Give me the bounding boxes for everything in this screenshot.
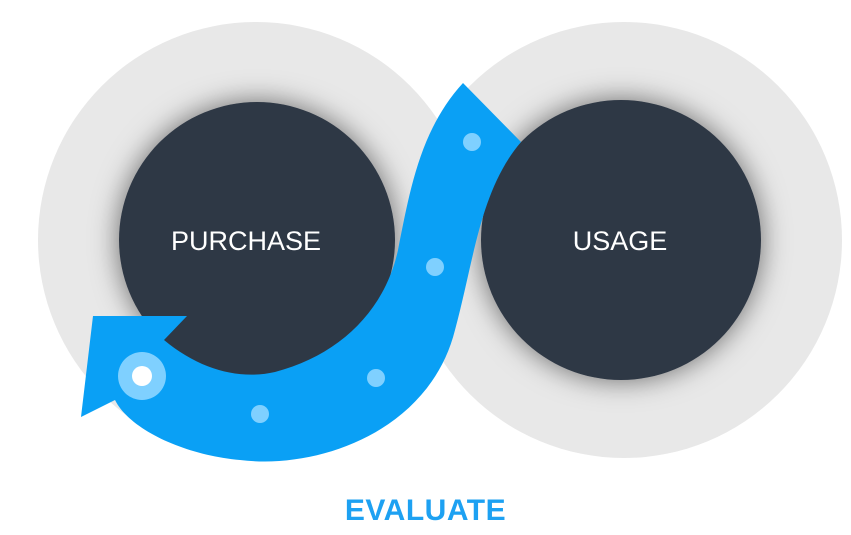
arrow-dot xyxy=(367,369,385,387)
usage-label: USAGE xyxy=(573,226,668,256)
evaluate-arrow xyxy=(81,83,521,462)
purchase-circle xyxy=(119,102,395,378)
evaluate-caption: EVALUATE xyxy=(344,494,507,527)
arrow-start-dot xyxy=(132,366,152,386)
arrow-dot xyxy=(251,405,269,423)
arrow-dot xyxy=(463,133,481,151)
purchase-label: PURCHASE xyxy=(171,226,321,256)
usage-circle xyxy=(481,100,761,380)
arrow-dot xyxy=(426,258,444,276)
